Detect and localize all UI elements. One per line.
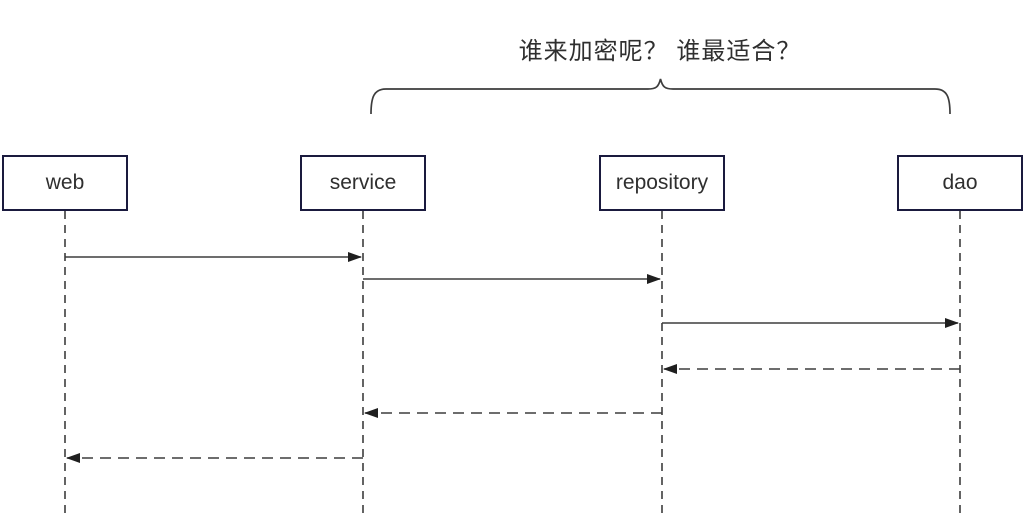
participant-web-label: web — [45, 171, 85, 194]
brace-icon — [370, 78, 951, 115]
participant-dao: dao — [897, 155, 1023, 211]
participant-service: service — [300, 155, 426, 211]
participant-repository-label: repository — [615, 171, 709, 194]
annotation-text: 谁来加密呢？ 谁最适合？ — [518, 38, 802, 65]
participant-dao-label: dao — [942, 171, 978, 194]
participant-service-label: service — [329, 171, 397, 194]
participant-repository: repository — [599, 155, 725, 211]
participant-web: web — [2, 155, 128, 211]
